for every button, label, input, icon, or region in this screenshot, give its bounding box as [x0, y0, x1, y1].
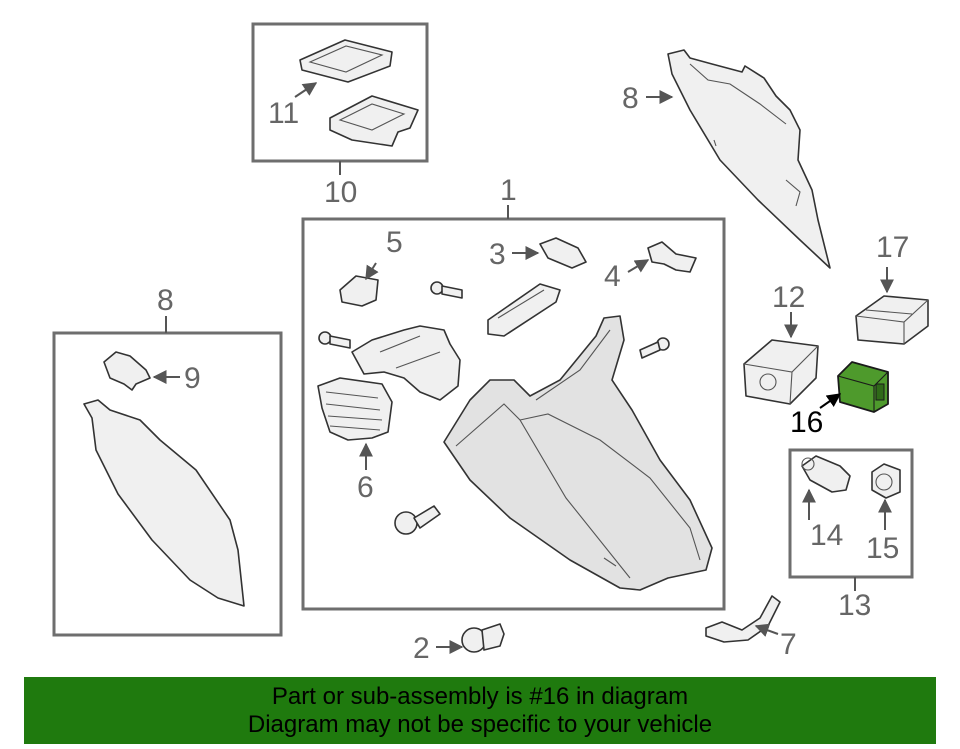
part-17-module[interactable]	[855, 295, 929, 345]
group-box-1	[301, 217, 726, 611]
part-2-push-clip[interactable]	[461, 623, 505, 653]
part-8-left-panel[interactable]	[83, 399, 245, 607]
callout-11: 11	[268, 97, 299, 130]
part-11-tray[interactable]	[299, 39, 393, 83]
banner-line-2: Diagram may not be specific to your vehi…	[247, 711, 713, 738]
part-7-bracket[interactable]	[705, 595, 781, 643]
callout-8-right: 8	[622, 82, 639, 115]
screw-right[interactable]	[639, 337, 670, 359]
callout-2: 2	[413, 632, 430, 665]
part-9-clip[interactable]	[103, 351, 151, 391]
callout-1: 1	[500, 174, 517, 207]
part-1-console[interactable]	[443, 315, 713, 591]
banner-line-1: Part or sub-assembly is #16 in diagram	[271, 683, 689, 710]
group-box-13	[788, 448, 914, 579]
group-box-8	[52, 331, 283, 637]
part-6-bracket[interactable]	[317, 325, 461, 441]
part-15-socket[interactable]	[871, 463, 901, 499]
callout-12: 12	[772, 281, 805, 314]
screw-upper[interactable]	[430, 281, 463, 299]
info-banner: Part or sub-assembly is #16 in diagram D…	[24, 677, 936, 744]
callout-10: 10	[324, 176, 357, 209]
part-vent-slot[interactable]	[487, 283, 561, 337]
callout-9: 9	[184, 362, 201, 395]
part-4-bracket[interactable]	[647, 241, 697, 273]
callout-15: 15	[866, 532, 899, 565]
screw-bottom[interactable]	[394, 505, 441, 535]
screw-left[interactable]	[318, 331, 351, 349]
callout-16: 16	[790, 406, 823, 439]
part-3-clip[interactable]	[539, 237, 587, 269]
callout-13: 13	[838, 589, 871, 622]
part-16-highlighted[interactable]	[837, 361, 889, 413]
part-10-mat[interactable]	[329, 95, 419, 147]
callout-17: 17	[876, 231, 909, 264]
callout-5: 5	[386, 226, 403, 259]
part-12-bezel[interactable]	[743, 339, 819, 405]
part-5-cover[interactable]	[339, 275, 379, 307]
callout-6: 6	[357, 471, 374, 504]
callout-14: 14	[810, 519, 843, 552]
parts-diagram: 11 10 8 1 5 3 4 8 9 6 2 7 17 12 16 14 15…	[52, 22, 929, 665]
callout-3: 3	[489, 238, 506, 271]
callout-8-left: 8	[157, 284, 174, 317]
part-14-lighter[interactable]	[801, 455, 851, 493]
callout-4: 4	[604, 260, 621, 293]
part-8-right-panel[interactable]	[667, 49, 831, 269]
callout-7: 7	[780, 628, 797, 661]
